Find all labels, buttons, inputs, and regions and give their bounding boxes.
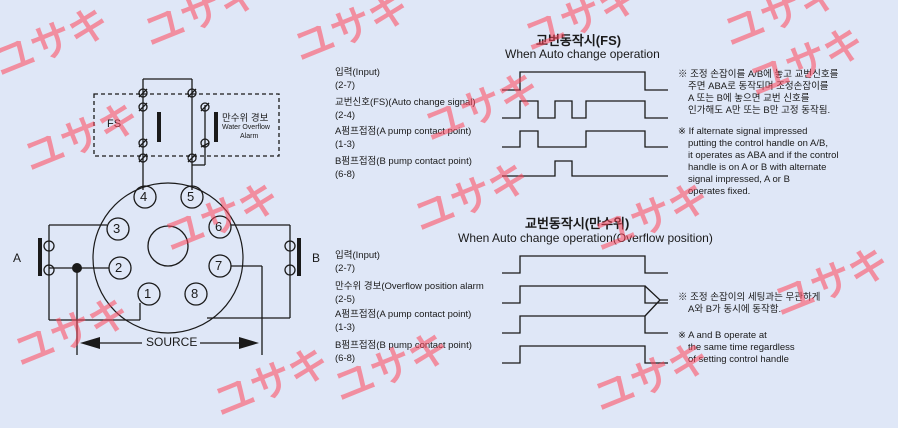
ov-signal-label: 만수위 경보(Overflow position alarm (335, 281, 484, 292)
pump-b-label: B (312, 251, 321, 265)
junction-dot (72, 263, 82, 273)
ov-signal-label: B펌프접점(B pump contact point) (335, 340, 472, 351)
alarm-ko-label: 만수위 경보 (222, 113, 269, 124)
alarm-en-label-2: Alarm (240, 133, 259, 140)
fs-note-ko: A 또는 B에 놓으면 교번 신호를 (688, 93, 810, 104)
fs-title: 교번동작시(FS) (536, 33, 622, 48)
pin-1: 1 (144, 286, 152, 301)
fs-signal-label: 교번신호(FS)(Auto change signal) (335, 97, 476, 108)
fs-note-en: handle is on A or B with alternate (688, 162, 827, 173)
fs-note-ko: 주면 ABA로 동작되며 조정손잡이를 (688, 81, 829, 92)
fs-signal-label: 입력(Input) (335, 67, 380, 78)
base-center (147, 225, 189, 267)
alarm-en-label-1: Water Overflow (222, 124, 270, 131)
pin-6: 6 (215, 219, 223, 234)
fs-signal-pins: (2-4) (335, 110, 356, 121)
pin-4: 4 (140, 189, 148, 204)
ov-timing-chart (502, 255, 668, 364)
fs-timing-chart (502, 71, 668, 177)
fs-note-en: operates fixed. (688, 186, 751, 197)
ov-title: 교번동작시(만수위) (525, 216, 630, 231)
alarm-switch-bar (214, 112, 218, 142)
fs-signal-pins: (2-7) (335, 80, 356, 91)
ov-signal-label: 입력(Input) (335, 250, 380, 261)
pin-7: 7 (215, 258, 223, 273)
fs-signal-pins: (6-8) (335, 169, 356, 180)
fs-note-en: signal impressed, A or B (688, 174, 790, 185)
ov-wave-b (502, 345, 668, 364)
ov-signal-label: A펌프접점(A pump contact point) (335, 309, 472, 320)
fs-wave-input (502, 71, 668, 91)
fs-note-en: ※ If alternate signal impressed (678, 126, 808, 137)
switch-box (93, 93, 280, 157)
pin-5: 5 (187, 189, 195, 204)
ov-wave-input (502, 255, 668, 274)
ov-note-ko: ※ 조정 손잡이의 세팅과는 무관하게 (678, 292, 821, 303)
ov-signal-pins: (2-5) (335, 294, 356, 305)
source-label: SOURCE (146, 335, 198, 349)
fs-signal-pins: (1-3) (335, 139, 356, 150)
fs-wave-fs (502, 100, 668, 119)
fs-note-en: putting the control handle on A/B, (688, 138, 828, 149)
fs-note-ko: 인가해도 A만 또는 B만 고정 동작됨. (688, 105, 831, 116)
pin-8: 8 (191, 286, 199, 301)
pump-a-label: A (13, 251, 22, 265)
source-arrow-right (239, 337, 259, 349)
ov-signal-pins: (2-7) (335, 263, 356, 274)
pump-b-bar (297, 238, 301, 276)
fs-wave-a (502, 130, 668, 148)
fs-subtitle: When Auto change operation (505, 47, 660, 61)
ov-wave-a (502, 315, 668, 334)
fs-signal-label: B펌프접점(B pump contact point) (335, 156, 472, 167)
ov-wave-alarm (502, 285, 668, 304)
ov-signal-pins: (1-3) (335, 322, 356, 333)
fs-signal-label: A펌프접점(A pump contact point) (335, 126, 472, 137)
wiring-diagram (38, 78, 301, 355)
ov-note-ko: A와 B가 동시에 동작함. (688, 304, 782, 315)
ov-signal-pins: (6-8) (335, 353, 356, 364)
fs-note-ko: ※ 조정 손잡이를 A/B에 놓고 교번신호를 (678, 69, 839, 80)
pump-a-bar (38, 238, 42, 276)
pin-2: 2 (115, 260, 123, 275)
fs-note-en: it operates as ABA and if the control (688, 150, 839, 161)
pin-3: 3 (113, 221, 121, 236)
ov-subtitle: When Auto change operation(Overflow posi… (458, 231, 713, 245)
ov-note-en: ※ A and B operate at (678, 330, 767, 341)
ov-note-en: of setting control handle (688, 354, 789, 365)
ov-note-en: the same time regardless (688, 342, 795, 353)
fs-switch-bar (157, 112, 161, 142)
fs-label: FS (107, 118, 122, 130)
fs-wave-b (502, 160, 668, 177)
ov-bracket (644, 285, 661, 317)
relay-base (92, 182, 244, 334)
source-arrow-left (80, 337, 100, 349)
